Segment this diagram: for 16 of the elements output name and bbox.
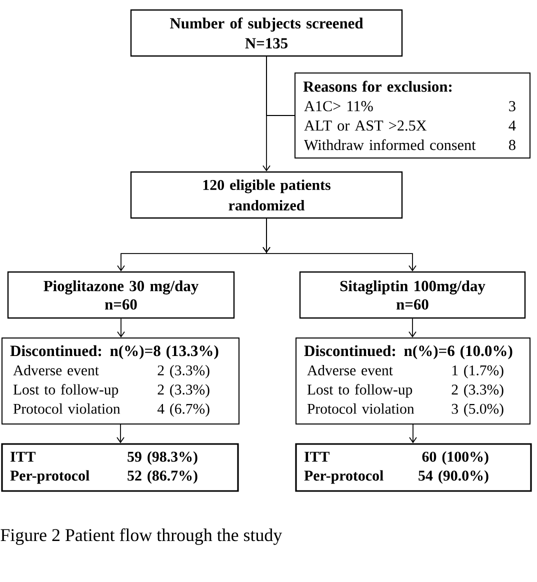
exclusion-box: Reasons for exclusion: A1C> 11% 3 ALT or AST >2.5X 4 Withdraw informed consent 8: [294, 72, 530, 158]
connector-line: [266, 56, 295, 116]
discontinued-box: Discontinued: n(%)=6 (10.0%) Adverse event 1 (1.7%) Lost to follow-up 2 (3.3%) Protocol violation 3 (5.0%): [296, 338, 530, 424]
figure-caption: Figure 2 Patient flow through the study: [0, 528, 282, 545]
arrow: [117, 318, 125, 338]
arrow: [409, 424, 417, 444]
discontinued-box: Discontinued: n(%)=8 (13.3%) Adverse event 2 (3.3%) Lost to follow-up 2 (3.3%) Protocol violation 4 (6.7%): [2, 338, 240, 424]
arrow: [408, 318, 416, 338]
analysis-box: ITT 60 (100%) Per-protocol 54 (90.0%): [295, 443, 532, 492]
process-box: 120 eligible patients randomized: [130, 171, 403, 219]
analysis-box: ITT 59 (98.3%) Per-protocol 52 (86.7%): [1, 443, 239, 492]
treatment-box: Pioglitazone 30 mg/day n=60: [7, 271, 235, 319]
arrow: [262, 218, 416, 272]
process-box: Number of subjects screened N=135: [130, 9, 403, 57]
arrow: [116, 424, 124, 444]
treatment-box: Sitagliptin 100mg/day n=60: [299, 271, 526, 319]
